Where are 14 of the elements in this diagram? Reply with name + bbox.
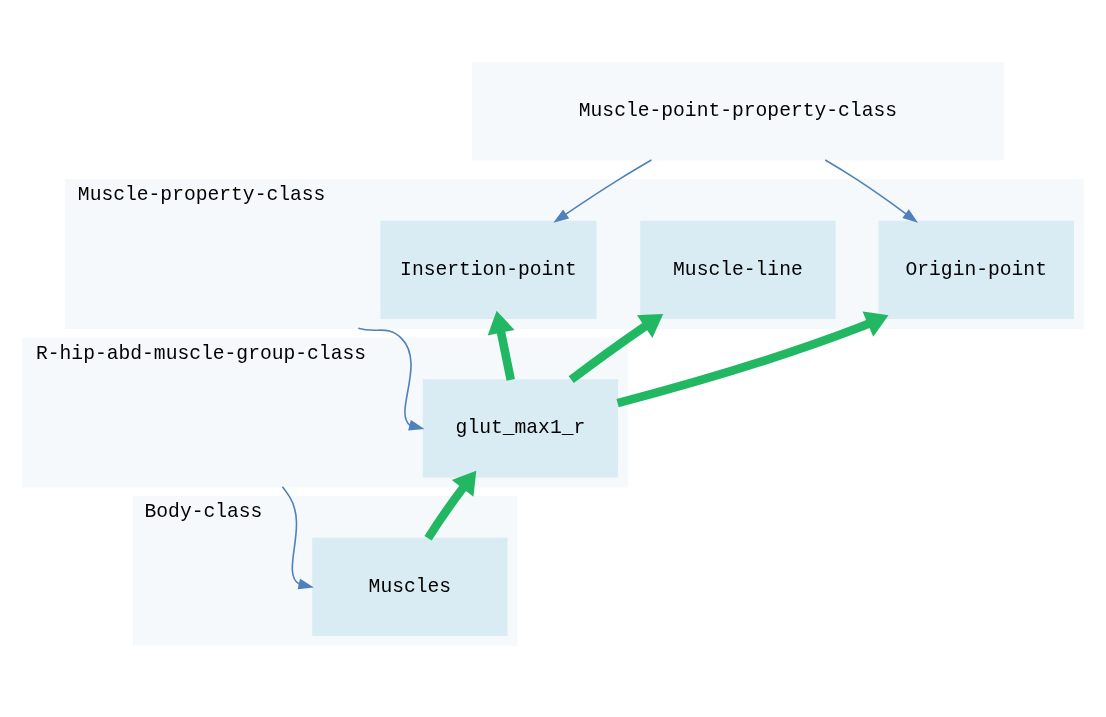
arrow xyxy=(424,470,477,541)
node-box: Muscles xyxy=(312,537,508,636)
arrow xyxy=(824,158,919,223)
arrow xyxy=(568,313,664,383)
arrow xyxy=(553,158,653,223)
arrow xyxy=(281,485,314,589)
node-box: glut_max1_r xyxy=(422,378,619,478)
arrow xyxy=(616,310,889,407)
node-box: Muscle-line xyxy=(640,220,836,319)
arrow xyxy=(487,310,515,381)
node-box: Muscle-point-property-class xyxy=(471,61,1004,161)
arrow xyxy=(357,327,425,430)
node-box: Insertion-point xyxy=(380,220,597,319)
node-box: Origin-point xyxy=(878,220,1074,319)
